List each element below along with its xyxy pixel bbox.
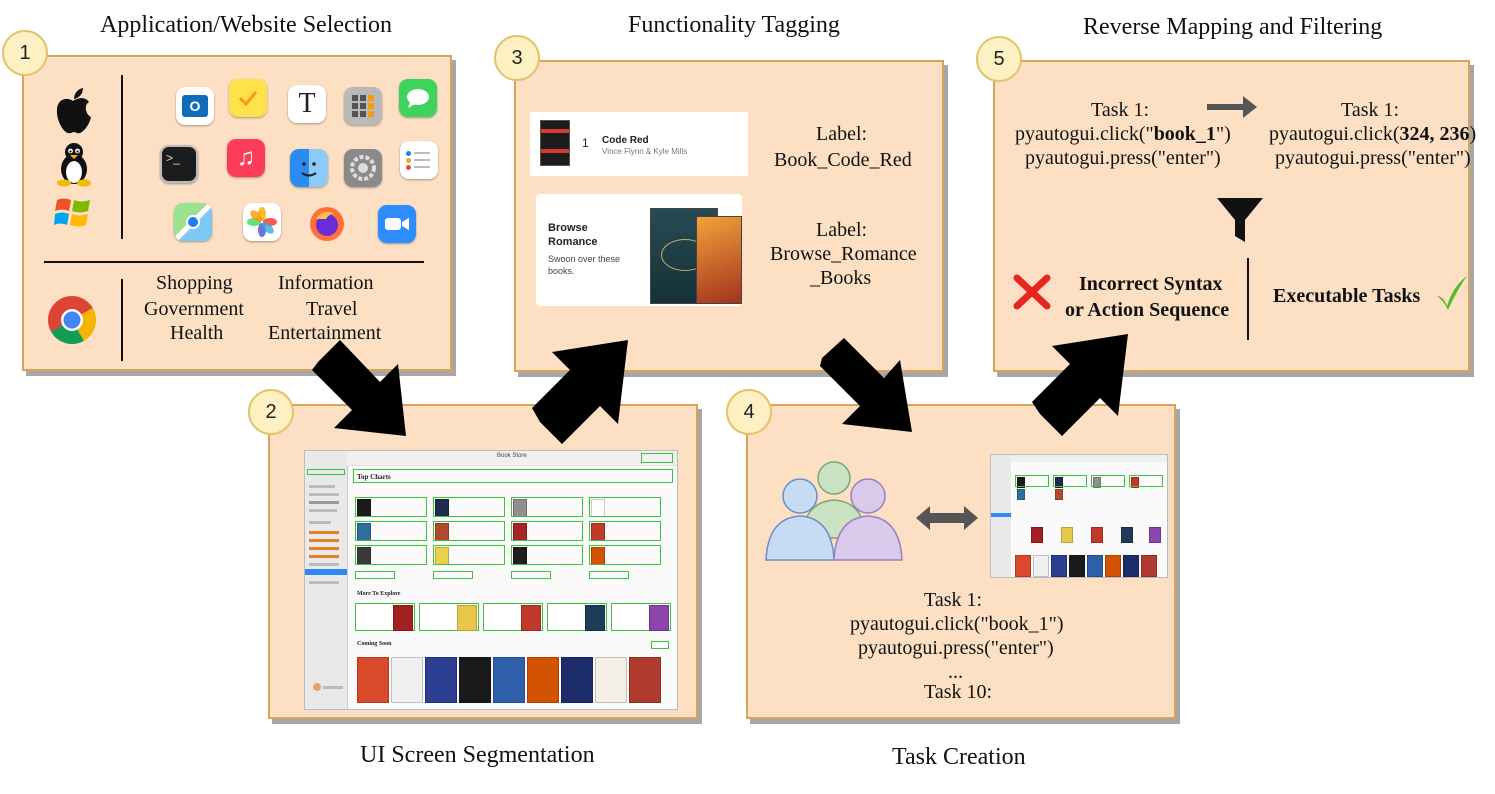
linux-icon [57,143,91,187]
category-travel: Travel [306,298,358,320]
panel-ui-segmentation: Book Store Top Charts [268,404,698,719]
cross-icon [1013,274,1051,310]
romance-cover-2 [696,216,742,304]
label1-value: Book_Code_Red [774,149,912,171]
divider-browser [121,279,123,361]
category-information: Information [278,272,374,294]
step3-title: Functionality Tagging [628,12,840,38]
right-click-prefix: pyautogui.click( [1269,123,1400,145]
mini-section-coming: Coming Soon [357,641,392,647]
browse-desc-line1: Swoon over these [548,254,621,264]
task-title: Task 1: [924,589,983,611]
step4-title: Task Creation [892,744,1026,770]
browse-title-line1: Browse [548,222,588,234]
panel-task-creation: Task 1: pyautogui.click("book_1") pyauto… [746,404,1176,719]
category-health: Health [170,322,224,344]
typora-icon: T [288,85,326,123]
book-cover [540,120,570,166]
category-entertainment: Entertainment [268,322,382,344]
step1-title: Application/Website Selection [100,12,392,38]
mini-top-charts [355,493,671,583]
task-line1: pyautogui.click("book_1") [850,613,1064,635]
music-icon: ♫ [227,139,265,177]
windows-icon [54,198,90,227]
label1-word: Label: [816,123,868,145]
terminal-icon: >_ [160,145,198,183]
chrome-icon [47,296,97,345]
task-last: Task 10: [924,681,993,703]
mini-explore-row [355,603,671,633]
settings-icon [344,149,382,187]
category-government: Government [144,298,244,320]
mini-screen-title: Book Store [497,453,527,459]
right-task-title: Task 1: [1341,99,1400,121]
finder-icon [290,149,328,187]
mini-coming-row [355,655,671,703]
people-icon [765,461,903,561]
right-arrow-icon [1207,96,1257,118]
step5-title: Reverse Mapping and Filtering [1083,14,1383,40]
badge-1: 1 [2,30,48,76]
reminders-icon [400,141,438,179]
panel-functionality-tagging: 1 Code Red Vince Flynn & Kyle Mills Brow… [514,60,944,372]
left-click-prefix: pyautogui.click(" [1015,123,1154,145]
outlook-icon: O [176,87,214,125]
apple-icon [56,88,91,134]
book-card: 1 Code Red Vince Flynn & Kyle Mills [530,112,748,176]
badge-2: 2 [248,389,294,435]
label2-value-line2: _Books [810,267,872,289]
label2-word: Label: [816,219,868,241]
incorrect-line1: Incorrect Syntax [1079,273,1223,295]
calculator-icon [344,87,382,125]
task-line2: pyautogui.press("enter") [858,637,1054,659]
book-title: Code Red [602,135,649,146]
badge-3: 3 [494,35,540,81]
divider-os-apps [121,75,123,239]
left-click-suffix: ") [1215,123,1231,145]
browse-title-line2: Romance [548,236,598,248]
badge-5: 5 [976,36,1022,82]
step2-title: UI Screen Segmentation [360,742,595,768]
browse-romance-card: Browse Romance Swoon over these books. [536,194,742,306]
incorrect-line2: or Action Sequence [1065,299,1230,321]
right-click-suffix: ) [1469,123,1477,145]
left-click-label: book_1 [1153,123,1216,145]
mini-section-top-charts: Top Charts [357,473,391,481]
photos-icon [243,203,281,241]
messages-icon [399,79,437,117]
mini-sidebar [305,451,348,709]
badge-4: 4 [726,389,772,435]
browse-desc-line2: books. [548,266,575,276]
task-ellipsis: ... [948,661,963,683]
left-task-line1: pyautogui.click("book_1") [1015,122,1231,147]
firefox-icon [308,205,346,243]
panel-reverse-mapping: Task 1: pyautogui.click("book_1") pyauto… [993,60,1476,372]
zoom-icon [378,205,416,243]
divider-horizontal [44,261,424,263]
panel-app-selection: O T >_ ♫ [22,55,452,371]
left-task-title: Task 1: [1091,99,1150,121]
check-icon [1437,276,1467,310]
executable-label: Executable Tasks [1273,285,1421,307]
left-task-line2: pyautogui.press("enter") [1025,147,1221,169]
category-shopping: Shopping [156,272,233,294]
mini-section-explore: More To Explore [357,591,401,597]
segmented-screenshot: Book Store Top Charts [304,450,678,710]
book-number: 1 [582,136,589,150]
divider-results [1247,258,1249,340]
book-author: Vince Flynn & Kyle Mills [602,147,688,156]
right-task-line1: pyautogui.click(324, 236) [1269,122,1476,147]
right-task-line2: pyautogui.press("enter") [1275,147,1471,169]
mini-header: Book Store [347,451,677,466]
label2-value-line1: Browse_Romance [770,243,917,265]
stickies-icon [229,79,267,117]
maps-icon [174,203,212,241]
right-click-coords: 324, 236 [1399,123,1470,145]
task-screenshot [990,454,1168,578]
double-arrow-icon [916,506,978,530]
filter-icon [1217,198,1263,242]
